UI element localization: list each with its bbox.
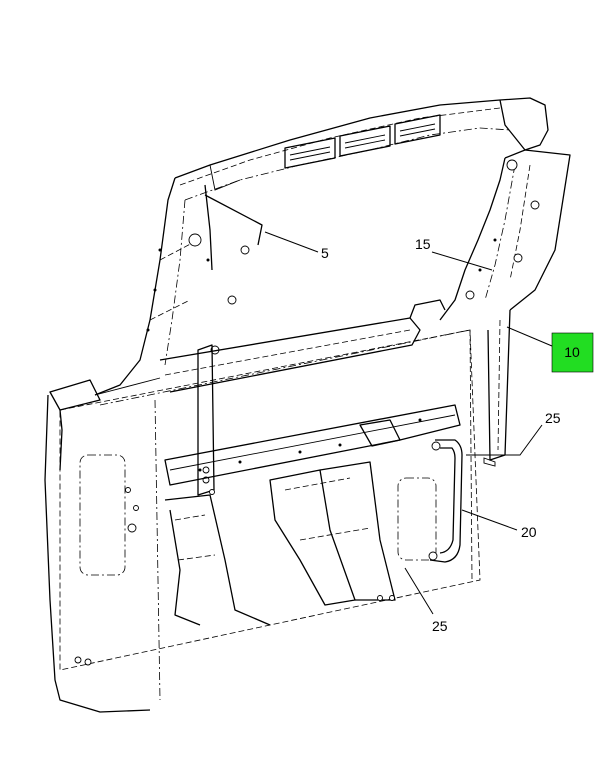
callout-10: 10 [564,344,580,360]
leader-15 [431,251,493,271]
leader-5 [264,231,319,253]
callout-15: 15 [415,236,431,252]
center-frame-rail [164,404,461,495]
leader-10 [506,326,553,347]
left-window-cutout [74,454,139,666]
back-wall [44,329,481,713]
leader-25-top [466,424,543,456]
leader-20 [461,509,518,531]
roof-vent-slots [284,114,441,169]
upper-cross-member [49,299,471,411]
right-window-cutout [377,477,437,601]
roof-header [174,97,549,201]
callout-5: 5 [321,245,329,261]
callout-25-bottom: 25 [432,618,448,634]
lower-left-bracket [164,494,271,626]
callout-10-highlight [551,332,594,373]
right-pillar [439,149,571,321]
lower-center-support [269,461,396,606]
callout-20: 20 [521,524,537,540]
right-rear-panel [483,309,511,467]
leader-25-bottom [404,567,434,615]
callout-25-top: 25 [545,410,561,426]
leader-lines [264,231,553,615]
left-pillar [94,177,263,396]
grab-handle [428,439,463,563]
